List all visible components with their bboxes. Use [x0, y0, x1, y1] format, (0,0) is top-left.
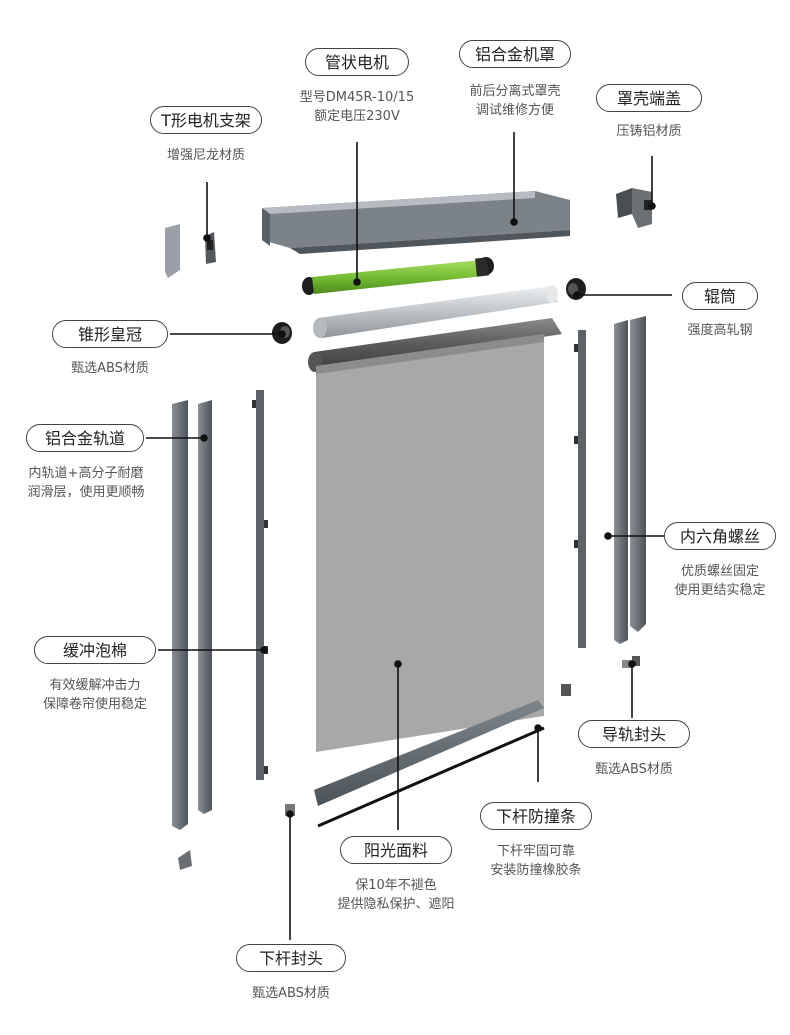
- desc-line: 下杆牢固可靠: [466, 842, 606, 861]
- desc-bottom-bar-strip: 下杆牢固可靠 安装防撞橡胶条: [466, 842, 606, 880]
- desc-line: 使用更结实稳定: [650, 581, 790, 600]
- desc-roller: 强度高轧钢: [662, 321, 778, 340]
- aluminum-cover: [262, 191, 570, 254]
- label-alu-cover: 铝合金机罩: [459, 40, 571, 68]
- desc-line: 甄选ABS材质: [566, 760, 702, 779]
- desc-foam-buffer: 有效缓解冲击力 保障卷帘使用稳定: [18, 676, 172, 714]
- desc-line: 甄选ABS材质: [44, 359, 176, 378]
- desc-sunscreen-fabric: 保10年不褪色 提供隐私保护、遮阳: [316, 876, 476, 914]
- label-sunscreen-fabric: 阳光面料: [340, 836, 452, 864]
- desc-hex-screw: 优质螺丝固定 使用更结实稳定: [650, 562, 790, 600]
- label-foam-buffer: 缓冲泡棉: [34, 636, 156, 664]
- right-rails: [574, 316, 646, 648]
- label-alu-track: 铝合金轨道: [26, 424, 144, 452]
- desc-line: 压铸铝材质: [584, 122, 714, 141]
- desc-line: 安装防撞橡胶条: [466, 861, 606, 880]
- desc-tubular-motor: 型号DM45R-10/15 额定电压230V: [280, 88, 434, 126]
- t-bracket-part: [165, 224, 216, 278]
- label-bottom-bar-strip: 下杆防撞条: [480, 802, 592, 830]
- desc-alu-cover: 前后分离式罩壳 调试维修方便: [445, 82, 585, 120]
- tubular-motor-part: [302, 257, 494, 295]
- desc-line: 调试维修方便: [445, 101, 585, 120]
- left-rails: [172, 390, 268, 830]
- desc-cover-end-cap: 压铸铝材质: [584, 122, 714, 141]
- desc-line: 强度高轧钢: [662, 321, 778, 340]
- desc-rail-end-cap: 甄选ABS材质: [566, 760, 702, 779]
- desc-line: 提供隐私保护、遮阳: [316, 895, 476, 914]
- desc-cone-crown: 甄选ABS材质: [44, 359, 176, 378]
- desc-t-bracket: 增强尼龙材质: [136, 146, 276, 165]
- desc-line: 甄选ABS材质: [222, 984, 360, 1003]
- desc-line: 型号DM45R-10/15: [280, 88, 434, 107]
- desc-line: 优质螺丝固定: [650, 562, 790, 581]
- desc-line: 润滑层，使用更顺畅: [4, 483, 168, 502]
- desc-line: 内轨道+高分子耐磨: [4, 464, 168, 483]
- desc-line: 额定电压230V: [280, 107, 434, 126]
- desc-line: 保10年不褪色: [316, 876, 476, 895]
- sunscreen-fabric-part: [316, 334, 544, 752]
- label-cone-crown: 锥形皇冠: [52, 320, 168, 348]
- cover-end-cap-part: [616, 188, 652, 228]
- desc-line: 保障卷帘使用稳定: [18, 695, 172, 714]
- desc-bottom-bar-cap: 甄选ABS材质: [222, 984, 360, 1003]
- label-bottom-bar-cap: 下杆封头: [236, 944, 346, 972]
- label-cover-end-cap: 罩壳端盖: [596, 84, 702, 112]
- desc-line: 有效缓解冲击力: [18, 676, 172, 695]
- label-hex-screw: 内六角螺丝: [664, 522, 776, 550]
- desc-alu-track: 内轨道+高分子耐磨 润滑层，使用更顺畅: [4, 464, 168, 502]
- desc-line: 前后分离式罩壳: [445, 82, 585, 101]
- label-t-bracket: T形电机支架: [150, 106, 262, 134]
- label-tubular-motor: 管状电机: [305, 48, 409, 76]
- desc-line: 增强尼龙材质: [136, 146, 276, 165]
- bracket-bottom-part: [178, 850, 192, 870]
- label-rail-end-cap: 导轨封头: [578, 720, 690, 748]
- label-roller: 辊筒: [682, 282, 758, 310]
